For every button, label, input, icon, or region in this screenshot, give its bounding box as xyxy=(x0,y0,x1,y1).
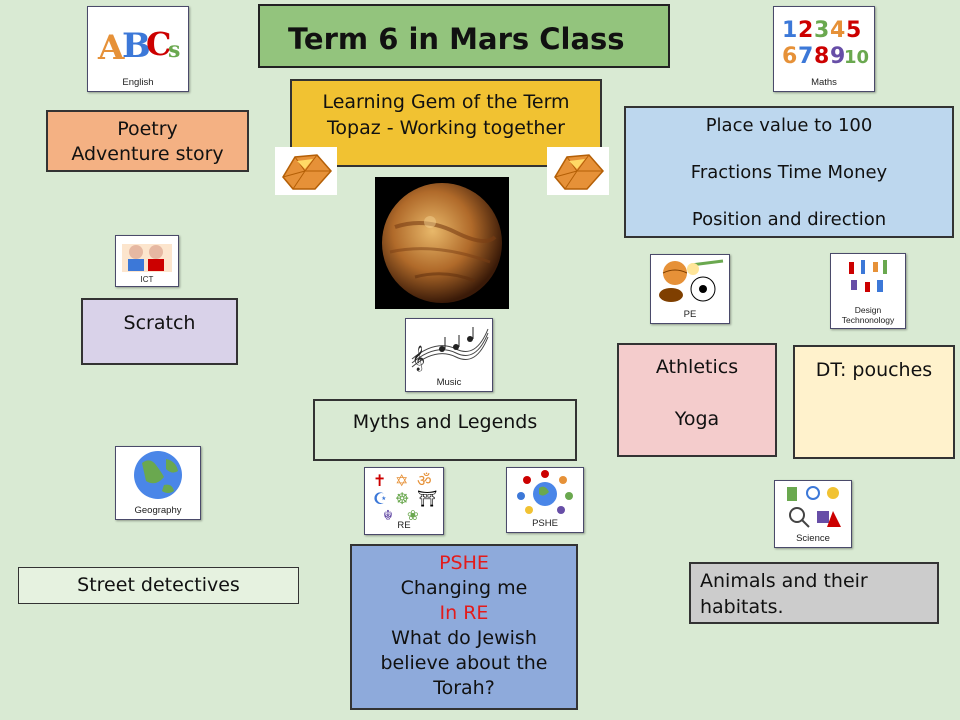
svg-text:B: B xyxy=(122,26,151,66)
dt-icon-label: Design Technonology xyxy=(841,305,895,325)
svg-text:9: 9 xyxy=(830,44,845,69)
svg-text:5: 5 xyxy=(846,18,861,43)
svg-text:8: 8 xyxy=(814,44,829,69)
geography-icon-label: Geography xyxy=(134,505,182,516)
svg-text:A: A xyxy=(97,28,125,68)
ict-icon: ICT xyxy=(115,235,179,287)
science-topic-box: Animals and their habitats. xyxy=(689,562,939,624)
topaz-gem-icon-right xyxy=(547,147,609,195)
svg-text:𝄞: 𝄞 xyxy=(412,345,425,371)
pe-topic-box: Athletics Yoga xyxy=(617,343,777,457)
geography-topic: Street detectives xyxy=(77,574,240,596)
english-icon: A B C s English xyxy=(87,6,189,92)
maths-topic-box: Place value to 100 Fractions Time Money … xyxy=(624,106,954,238)
svg-text:3: 3 xyxy=(814,18,829,43)
dt-topic-box: DT: pouches xyxy=(793,345,955,459)
svg-text:☸: ☸ xyxy=(395,489,409,508)
music-icon-label: Music xyxy=(436,377,462,388)
dt-topic: DT: pouches xyxy=(815,359,933,381)
pshe-heading: PSHE xyxy=(439,552,489,574)
svg-text:❀: ❀ xyxy=(407,508,419,520)
learning-gem-box: Learning Gem of the Term Topaz - Working… xyxy=(290,79,602,167)
music-topic: Myths and Legends xyxy=(352,411,538,433)
svg-text:C: C xyxy=(146,25,171,63)
planet-image xyxy=(375,177,509,309)
svg-text:4: 4 xyxy=(830,18,845,43)
re-pshe-topic-box: PSHE Changing me In RE What do Jewish be… xyxy=(350,544,578,710)
pe-topic-1: Athletics xyxy=(655,356,739,378)
re-icon: ✝ ✡ ॐ ☪ ☸ ⛩ ☬ ❀ RE xyxy=(364,467,444,535)
svg-text:✝: ✝ xyxy=(373,471,386,490)
svg-text:6: 6 xyxy=(782,44,797,69)
svg-text:ॐ: ॐ xyxy=(417,471,432,490)
ict-topic-box: Scratch xyxy=(81,298,238,365)
pshe-topic: Changing me xyxy=(400,577,528,599)
re-heading: In RE xyxy=(439,602,489,624)
re-topic-1: What do Jewish xyxy=(391,627,537,649)
svg-text:7: 7 xyxy=(798,44,813,69)
pe-icon: PE xyxy=(650,254,730,324)
design-technology-icon: Design Technonology xyxy=(830,253,906,329)
page-title-box: Term 6 in Mars Class xyxy=(258,4,670,68)
svg-text:2: 2 xyxy=(798,18,813,43)
maths-topic-2: Fractions Time Money xyxy=(690,162,888,183)
ict-icon-label: ICT xyxy=(140,275,154,284)
english-icon-label: English xyxy=(122,77,154,88)
english-topic-2: Adventure story xyxy=(71,143,224,165)
music-topic-box: Myths and Legends xyxy=(313,399,577,461)
ict-topic: Scratch xyxy=(123,312,196,334)
science-topic-1: Animals and their xyxy=(700,570,868,592)
svg-text:10: 10 xyxy=(844,47,869,68)
english-topic-box: Poetry Adventure story xyxy=(46,110,249,172)
svg-text:☪: ☪ xyxy=(373,489,387,508)
svg-text:☬: ☬ xyxy=(383,508,393,520)
learning-gem-value: Topaz - Working together xyxy=(327,117,565,139)
science-icon: Science xyxy=(774,480,852,548)
science-icon-label: Science xyxy=(796,533,830,544)
maths-icon: 1 2 3 4 5 6 7 8 9 10 Maths xyxy=(773,6,875,92)
maths-topic-3: Position and direction xyxy=(691,209,887,230)
pshe-icon-label: PSHE xyxy=(532,518,558,529)
topaz-gem-icon-left xyxy=(275,147,337,195)
page-title: Term 6 in Mars Class xyxy=(288,22,625,56)
svg-text:1: 1 xyxy=(782,18,797,43)
english-topic-1: Poetry xyxy=(117,118,178,140)
re-topic-2: believe about the xyxy=(380,652,548,674)
pshe-icon: PSHE xyxy=(506,467,584,533)
svg-text:✡: ✡ xyxy=(395,471,408,490)
music-icon: 𝄞 Music xyxy=(405,318,493,392)
svg-text:⛩: ⛩ xyxy=(417,489,437,508)
geography-icon: Geography xyxy=(115,446,201,520)
pe-topic-2: Yoga xyxy=(674,408,720,430)
re-topic-3: Torah? xyxy=(433,677,495,699)
maths-icon-label: Maths xyxy=(811,77,837,88)
pe-icon-label: PE xyxy=(683,309,697,320)
learning-gem-heading: Learning Gem of the Term xyxy=(322,91,570,113)
re-icon-label: RE xyxy=(397,520,411,531)
maths-topic-1: Place value to 100 xyxy=(705,115,873,136)
science-topic-2: habitats. xyxy=(700,596,784,618)
geography-topic-box: Street detectives xyxy=(18,567,299,604)
svg-text:s: s xyxy=(168,37,180,63)
